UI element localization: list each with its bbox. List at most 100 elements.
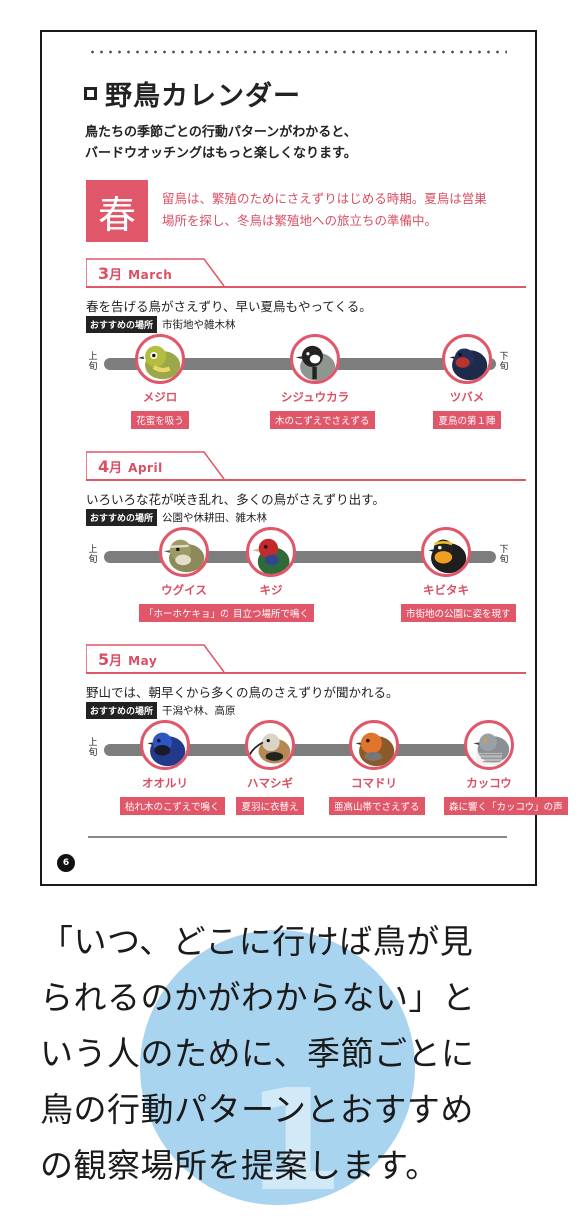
intro-line: バードウオッチングはもっと楽しくなります。 [85, 146, 357, 161]
caption-line: いう人のために、季節ごとに [40, 1034, 475, 1073]
mejiro-icon [135, 334, 185, 384]
timeline-dot [292, 746, 300, 754]
number-badge-circle [140, 930, 415, 1205]
place-text: 干潟や林、高原 [162, 705, 236, 717]
month-english: May [128, 654, 158, 668]
bird-tsubame: ツバメ 夏鳥の第１陣 [422, 334, 512, 429]
month-english: April [128, 461, 163, 475]
number-badge: 1 [246, 1060, 344, 1223]
timeline-end-label: 下旬 [499, 352, 509, 372]
timeline-start-label: 上旬 [88, 545, 98, 565]
bird-hamashigi: ハマシギ 夏羽に衣替え [225, 720, 315, 815]
intro-line: 鳥たちの季節ごとの行動パターンがわかると、 [85, 125, 357, 140]
square-bullet-icon [84, 87, 97, 100]
bird-behavior-tag: 枯れ木のこずえで鳴く [120, 797, 225, 815]
bird-behavior-tag: 夏羽に衣替え [236, 797, 304, 815]
bird-behavior-tag: 市街地の公園に姿を現す [401, 604, 516, 622]
kiji-icon [246, 527, 296, 577]
month-unit: 月 [109, 654, 123, 669]
month-underline [86, 286, 526, 288]
timeline-start-label: 上旬 [88, 738, 98, 758]
season-badge: 春 [86, 180, 148, 242]
recommended-place: おすすめの場所 干潟や林、高原 [86, 702, 236, 719]
month-underline [86, 672, 526, 674]
caption-line: られるのかがわからない」と [40, 978, 476, 1017]
komadori-icon [349, 720, 399, 770]
bird-name: キジ [259, 583, 283, 597]
page-number: 6 [57, 854, 75, 872]
caption-line: 「いつ、どこに行けば鳥が見 [40, 922, 474, 961]
shijukara-icon [290, 334, 340, 384]
timeline: 上旬 下旬 ウグイス 「ホーホケキョ」の声 キジ 目立つ場所で鳴く [86, 527, 542, 647]
month-english: March [128, 268, 173, 282]
calendar-page: 野鳥カレンダー 鳥たちの季節ごとの行動パターンがわかると、 バードウオッチングは… [40, 30, 568, 886]
bird-uguisu: ウグイス 「ホーホケキョ」の声 [139, 527, 245, 622]
place-badge: おすすめの場所 [86, 702, 158, 719]
bird-behavior-tag: 亜高山帯でさえずる [329, 797, 425, 815]
month-tab-shape [86, 451, 225, 480]
timeline: 上旬 下旬 オオルリ 枯れ木のこずえで鳴く ハマシギ 夏羽に衣替え [86, 720, 568, 840]
month-unit: 月 [109, 461, 123, 476]
bird-komadori: コマドリ 亜高山帯でさえずる [329, 720, 425, 815]
uguisu-icon [159, 527, 209, 577]
hamashigi-icon [245, 720, 295, 770]
season-desc-line: 場所を探し、冬鳥は繁殖地への旅立ちの準備中。 [162, 213, 438, 228]
month-label: 4月 April [98, 457, 163, 476]
ooruri-icon [140, 720, 190, 770]
intro-text: 鳥たちの季節ごとの行動パターンがわかると、 バードウオッチングはもっと楽しくなり… [85, 122, 357, 164]
month-description: いろいろな花が咲き乱れ、多くの鳥がさえずり出す。 [86, 492, 385, 507]
page-title: 野鳥カレンダー [105, 81, 301, 112]
timeline-end-label: 下旬 [499, 545, 509, 565]
month-header: 4月 April [86, 451, 526, 481]
bottom-rule [88, 836, 507, 838]
bird-name: ハマシギ [247, 776, 293, 790]
bird-shijukara: シジュウカラ 木のこずえでさえずる [270, 334, 375, 429]
bird-ooruri: オオルリ 枯れ木のこずえで鳴く [120, 720, 225, 815]
month-description: 野山では、朝早くから多くの鳥のさえずりが聞かれる。 [86, 685, 399, 700]
month-number: 3 [98, 264, 110, 283]
place-badge: おすすめの場所 [86, 509, 158, 526]
bird-behavior-tag: 「ホーホケキョ」の声 [139, 604, 245, 622]
bird-kiji: キジ 目立つ場所で鳴く [226, 527, 316, 622]
bird-name: メジロ [142, 390, 178, 404]
place-badge: おすすめの場所 [86, 316, 158, 333]
tsubame-icon [442, 334, 492, 384]
bird-behavior-tag: 目立つ場所で鳴く [227, 604, 314, 622]
place-text: 公園や休耕田、雑木林 [162, 512, 268, 524]
season-desc-line: 留鳥は、繁殖のためにさえずりはじめる時期。夏鳥は営巣 [162, 191, 487, 206]
month-description: 春を告げる鳥がさえずり、早い夏鳥もやってくる。 [86, 299, 372, 314]
bird-name: シジュウカラ [280, 390, 350, 404]
timeline: 上旬 下旬 メジロ 花蜜を吸う シジュウカラ 木のこずえでさえずる [86, 334, 542, 454]
caption-text: 「いつ、どこに行けば鳥が見 られるのかがわからない」と いう人のために、季節ごと… [40, 914, 476, 1194]
bird-behavior-tag: 夏鳥の第１陣 [433, 411, 501, 429]
bird-behavior-tag: 木のこずえでさえずる [270, 411, 375, 429]
bird-kakkou: カッコウ 森に響く「カッコウ」の声 [444, 720, 568, 815]
bird-name: オオルリ [142, 776, 188, 790]
month-tab-shape [86, 258, 225, 287]
kibitaki-icon [421, 527, 471, 577]
bird-behavior-tag: 花蜜を吸う [131, 411, 189, 429]
recommended-place: おすすめの場所 公園や休耕田、雑木林 [86, 509, 267, 526]
dotted-rule [88, 50, 507, 54]
caption-line: 鳥の行動パターンとおすすめ [40, 1090, 474, 1129]
month-tab-shape [86, 644, 225, 673]
timeline-start-label: 上旬 [88, 352, 98, 372]
month-underline [86, 479, 526, 481]
bird-name: ツバメ [449, 390, 485, 404]
month-unit: 月 [109, 268, 123, 283]
bird-name: キビタキ [423, 583, 469, 597]
month-number: 5 [98, 650, 110, 669]
month-number: 4 [98, 457, 110, 476]
caption-area: 1 「いつ、どこに行けば鳥が見 られるのかがわからない」と いう人のために、季節… [0, 900, 584, 1223]
title-row: 野鳥カレンダー [84, 74, 301, 113]
caption-line: の観察場所を提案します。 [40, 1146, 439, 1185]
month-label: 3月 March [98, 264, 172, 283]
month-header: 5月 May [86, 644, 526, 674]
bird-behavior-tag: 森に響く「カッコウ」の声 [444, 797, 568, 815]
place-text: 市街地や雑木林 [162, 319, 236, 331]
bird-name: カッコウ [466, 776, 512, 790]
recommended-place: おすすめの場所 市街地や雑木林 [86, 316, 236, 333]
bird-mejiro: メジロ 花蜜を吸う [115, 334, 205, 429]
kakkou-icon [464, 720, 514, 770]
season-description: 留鳥は、繁殖のためにさえずりはじめる時期。夏鳥は営巣 場所を探し、冬鳥は繁殖地へ… [162, 188, 487, 232]
